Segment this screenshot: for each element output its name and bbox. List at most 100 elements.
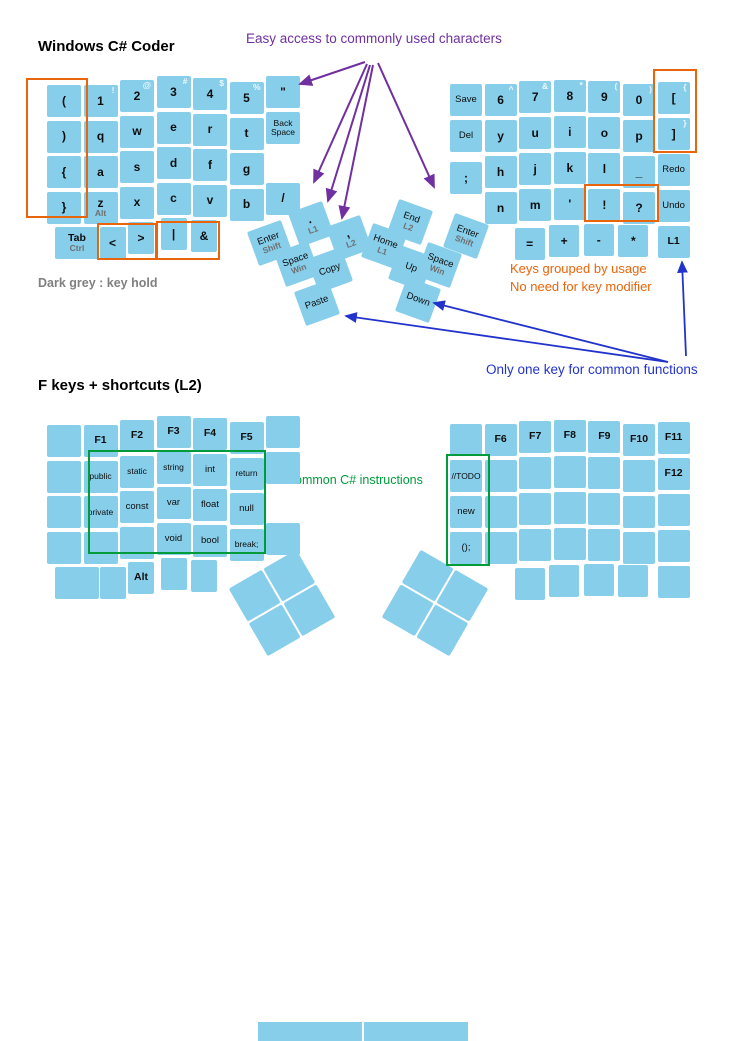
key-blank — [588, 493, 621, 525]
key-symbol: ' — [553, 188, 586, 220]
grouped-note-line1: Keys grouped by usage — [510, 261, 647, 276]
key-2: @2 — [120, 80, 154, 112]
key-f6: F6 — [484, 424, 517, 456]
key-blank — [55, 567, 99, 599]
key-p: p — [623, 120, 655, 152]
key-f10: F10 — [623, 424, 655, 456]
easy-access-note: Easy access to commonly used characters — [246, 31, 502, 46]
key-blank — [657, 530, 690, 562]
key-g: g — [229, 153, 264, 185]
key-blank — [583, 564, 614, 596]
key-blank — [99, 567, 126, 599]
key-blank — [623, 532, 655, 564]
key-y: y — [484, 120, 517, 152]
key-i: i — [553, 116, 586, 148]
key-up: Up — [387, 244, 435, 292]
key-9: (9 — [588, 81, 621, 113]
key-paste: Paste — [293, 279, 341, 327]
key-blank — [657, 494, 690, 526]
highlight-box-pipe-amp — [156, 221, 220, 260]
layer2-left-thumb-cluster — [228, 549, 336, 657]
key-8: *8 — [553, 80, 586, 112]
key-blank — [618, 565, 649, 597]
key-blank — [519, 529, 552, 561]
key-u: u — [519, 117, 552, 149]
key-5: %5 — [229, 82, 264, 114]
key-f12: F12 — [657, 458, 690, 490]
key-redo: Redo — [657, 154, 690, 186]
key-b: b — [229, 188, 264, 221]
key-alt: Alt — [128, 562, 154, 594]
key-n: n — [484, 192, 517, 224]
key-d: d — [156, 147, 191, 179]
key-6: ^6 — [484, 84, 517, 116]
key-f2: F2 — [120, 420, 154, 452]
key-blank — [553, 456, 586, 488]
key-t: t — [229, 117, 264, 150]
key-f9: F9 — [588, 421, 621, 453]
key-blank — [623, 460, 655, 492]
layer2-title: F keys + shortcuts (L2) — [38, 377, 202, 394]
key-3: #3 — [156, 76, 191, 108]
key-blank — [588, 529, 621, 561]
key-c: c — [156, 182, 191, 215]
key-symbol: - — [583, 224, 614, 256]
key-q: q — [83, 120, 118, 153]
key-blank — [553, 492, 586, 524]
key-blank — [47, 496, 81, 528]
key-v: v — [193, 184, 227, 217]
key-symbol: " — [266, 76, 300, 108]
key-w: w — [120, 115, 154, 148]
key-a: a — [83, 156, 118, 188]
partial-key-fragment — [258, 1022, 362, 1041]
highlight-box-csharp-left — [88, 450, 266, 554]
key-l: l — [588, 153, 621, 185]
key-0: )0 — [623, 84, 655, 116]
highlight-box-csharp-right — [446, 454, 490, 566]
key-blank — [47, 425, 81, 457]
key-symbol: * — [618, 225, 649, 257]
key-blank — [47, 460, 81, 493]
key-backspace: Back Space — [266, 111, 300, 144]
key-r: r — [193, 113, 227, 146]
key-7: &7 — [519, 81, 552, 113]
key-symbol: .L1 — [287, 200, 335, 248]
key-blank — [47, 531, 81, 564]
key-symbol: ,L2 — [325, 214, 373, 262]
key-f7: F7 — [519, 421, 552, 453]
key-m: m — [519, 189, 552, 221]
key-blank — [623, 496, 655, 528]
key-x: x — [120, 186, 154, 219]
key-undo: Undo — [657, 190, 690, 222]
key-save: Save — [450, 84, 482, 116]
key-e: e — [156, 111, 191, 144]
key-s: s — [120, 151, 154, 183]
key-blank — [553, 528, 586, 560]
key-del: Del — [450, 120, 482, 152]
key-blank — [266, 416, 300, 448]
key-f8: F8 — [553, 420, 586, 452]
grouped-note-line2: No need for key modifier — [510, 279, 652, 294]
key-blank — [657, 566, 690, 598]
key-hold-note: Dark grey : key hold — [38, 276, 158, 290]
highlight-box-brackets-left — [26, 78, 88, 218]
csharp-note: Common C# instructions — [286, 473, 423, 487]
key-blank — [160, 558, 187, 590]
layer1-title: Windows C# Coder — [38, 38, 175, 55]
key-1: !1 — [83, 85, 118, 117]
key-o: o — [588, 117, 621, 149]
partial-key-fragment — [364, 1022, 468, 1041]
key-l1: L1 — [657, 226, 690, 258]
highlight-box-square-brackets — [653, 69, 697, 153]
key-f11: F11 — [657, 422, 690, 454]
key-f3: F3 — [156, 416, 191, 448]
key-blank — [514, 568, 545, 600]
key-symbol: ; — [450, 162, 482, 194]
